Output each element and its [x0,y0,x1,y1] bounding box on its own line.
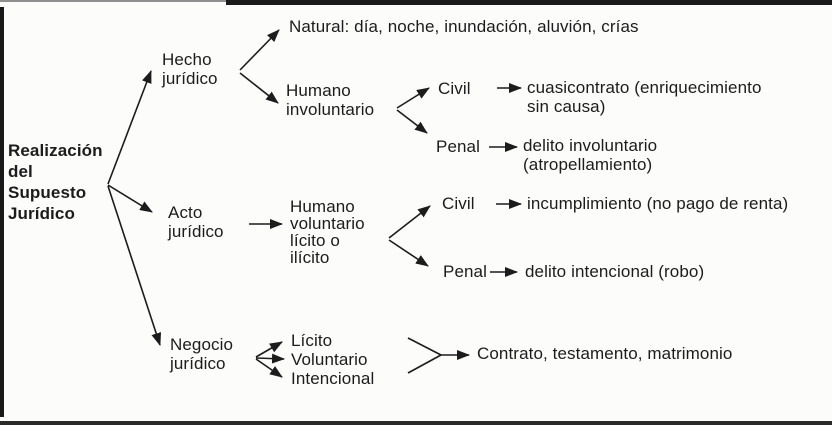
node-contrato-result: Contrato, testamento, matrimonio [477,344,733,363]
line-licito-converge [407,337,442,356]
arrow-hecho-to-natural [239,29,280,71]
node-delito-involuntario: delito involuntario (atropellamiento) [523,136,658,174]
node-natural: Natural: día, noche, inundación, aluvión… [289,17,639,36]
node-licito: Lícito [291,331,333,350]
node-civil-1: Civil [438,79,471,98]
top-rule-black-segment [226,0,832,5]
node-intencional: Intencional [291,369,375,388]
arrow-hecho-to-humano-involuntario [239,72,279,104]
node-humano-involuntario: Humano involuntario [286,81,375,119]
bottom-rule [0,421,832,425]
node-negocio-juridico: Negocio jurídico [170,335,234,373]
node-hecho-juridico: Hecho jurídico [162,50,218,88]
left-edge-bar [0,7,4,417]
node-delito-intencional: delito intencional (robo) [525,262,705,281]
top-rule-gray-segment [0,0,226,2]
arrow-root-to-acto [107,184,153,213]
arrow-negocio-to-licito [255,341,283,358]
arrow-negocio-to-intencional [255,358,283,378]
arrow-root-to-negocio [107,185,162,346]
node-incumplimiento: incumplimiento (no pago de renta) [527,194,789,213]
line-intencional-converge [407,354,442,374]
node-civil-2: Civil [442,194,475,213]
node-penal-1: Penal [436,137,480,156]
node-voluntario: Voluntario [291,350,368,369]
node-root: Realización del Supuesto Jurídico [8,141,103,223]
arrow-involuntario-to-penal [396,109,428,134]
arrow-root-to-hecho [107,70,152,185]
node-penal-2: Penal [443,262,487,281]
arrow-involuntario-to-civil [396,87,430,109]
arrow-voluntario-to-penal [388,239,429,267]
node-cuasicontrato: cuasicontrato (enriquecimiento sin causa… [527,78,762,116]
arrow-negocio-to-voluntario [255,353,285,364]
node-humano-voluntario: Humano voluntario lícito o ilícito [290,197,365,267]
arrow-voluntario-to-civil [388,205,431,239]
node-acto-juridico: Acto jurídico [168,203,224,241]
